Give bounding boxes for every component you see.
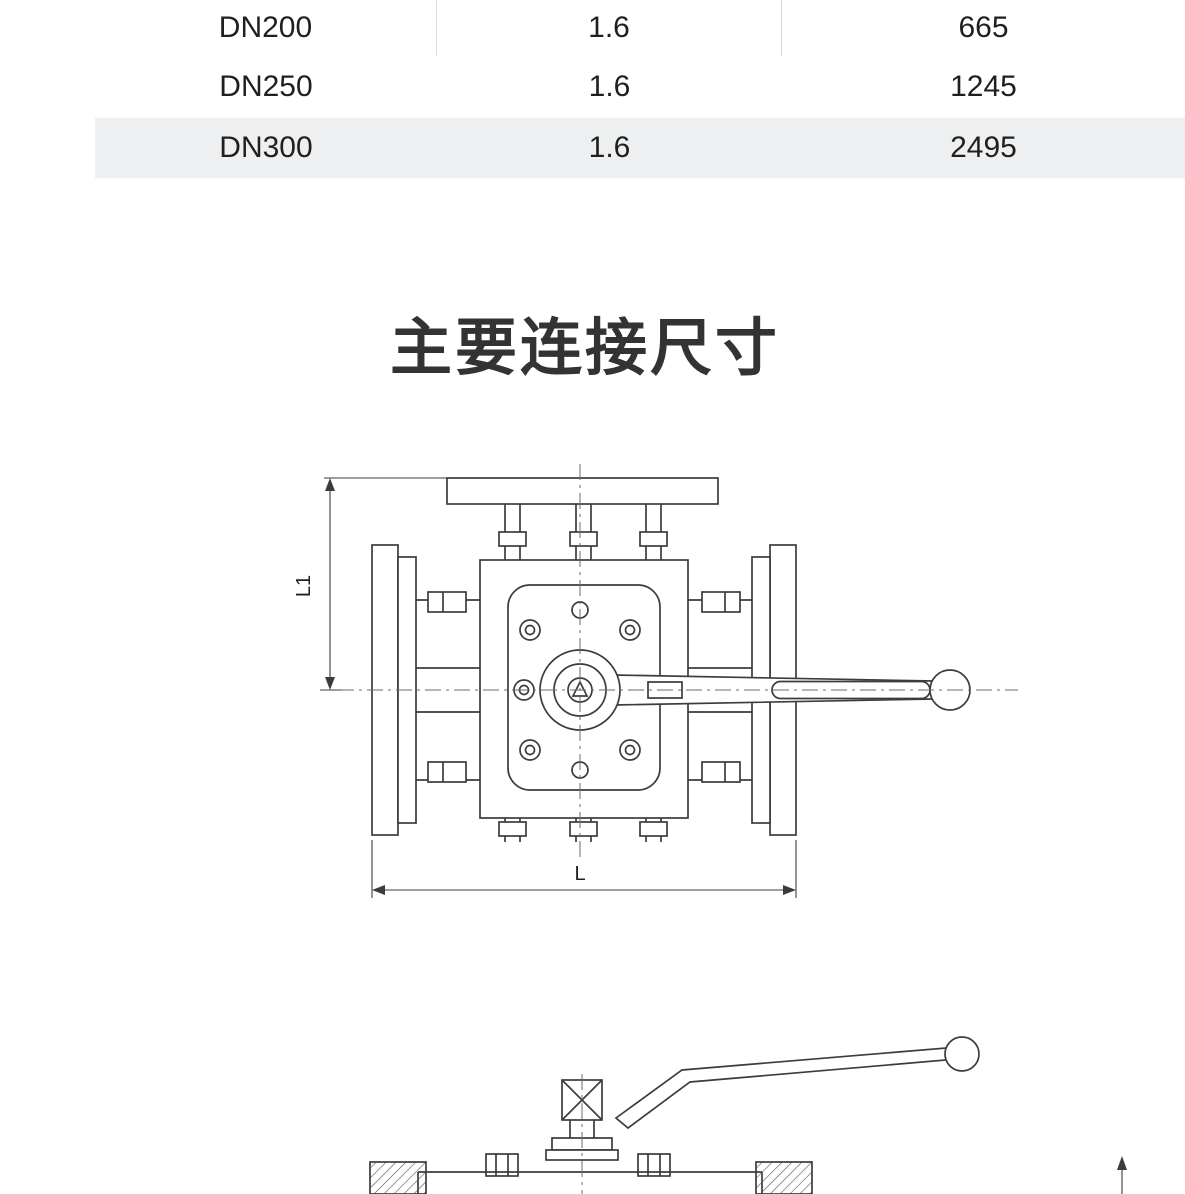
spec-table: DN200 1.6 665 DN250 1.6 1245 DN300 1.6 2… [95, 0, 1185, 178]
cell-value: 2495 [950, 131, 1017, 164]
cell-pressure: 1.6 [588, 70, 631, 103]
dim-l-label: L [574, 863, 585, 885]
cell-pressure: 1.6 [437, 0, 782, 56]
cell-value: 1245 [950, 70, 1017, 103]
cell-size: DN250 [219, 70, 313, 103]
section-title: 主要连接尺寸 [389, 314, 780, 383]
valve-top-view-drawing: L1 L [293, 464, 1018, 898]
cell-value: 665 [958, 11, 1009, 44]
table-row: DN300 1.6 2495 [95, 118, 1185, 178]
cell-size: DN300 [219, 131, 313, 164]
dim-l1-label: L1 [293, 575, 315, 597]
cell-size: DN200 [95, 0, 437, 56]
centerlines [338, 464, 1018, 862]
side-view-shapes [369, 1036, 980, 1194]
dimension-l: L [371, 840, 797, 898]
valve-body-top-view [371, 477, 971, 842]
dimension-l1: L1 [293, 477, 450, 691]
valve-side-view-drawing [369, 1036, 1127, 1194]
valve-handle-side [614, 1036, 980, 1130]
dimension-height-partial [1117, 1156, 1127, 1194]
table-row: DN250 1.6 1245 [95, 56, 1185, 118]
table-row: DN200 1.6 665 [95, 0, 1185, 56]
stem-boss [539, 649, 621, 731]
cell-pressure: 1.6 [588, 131, 631, 164]
